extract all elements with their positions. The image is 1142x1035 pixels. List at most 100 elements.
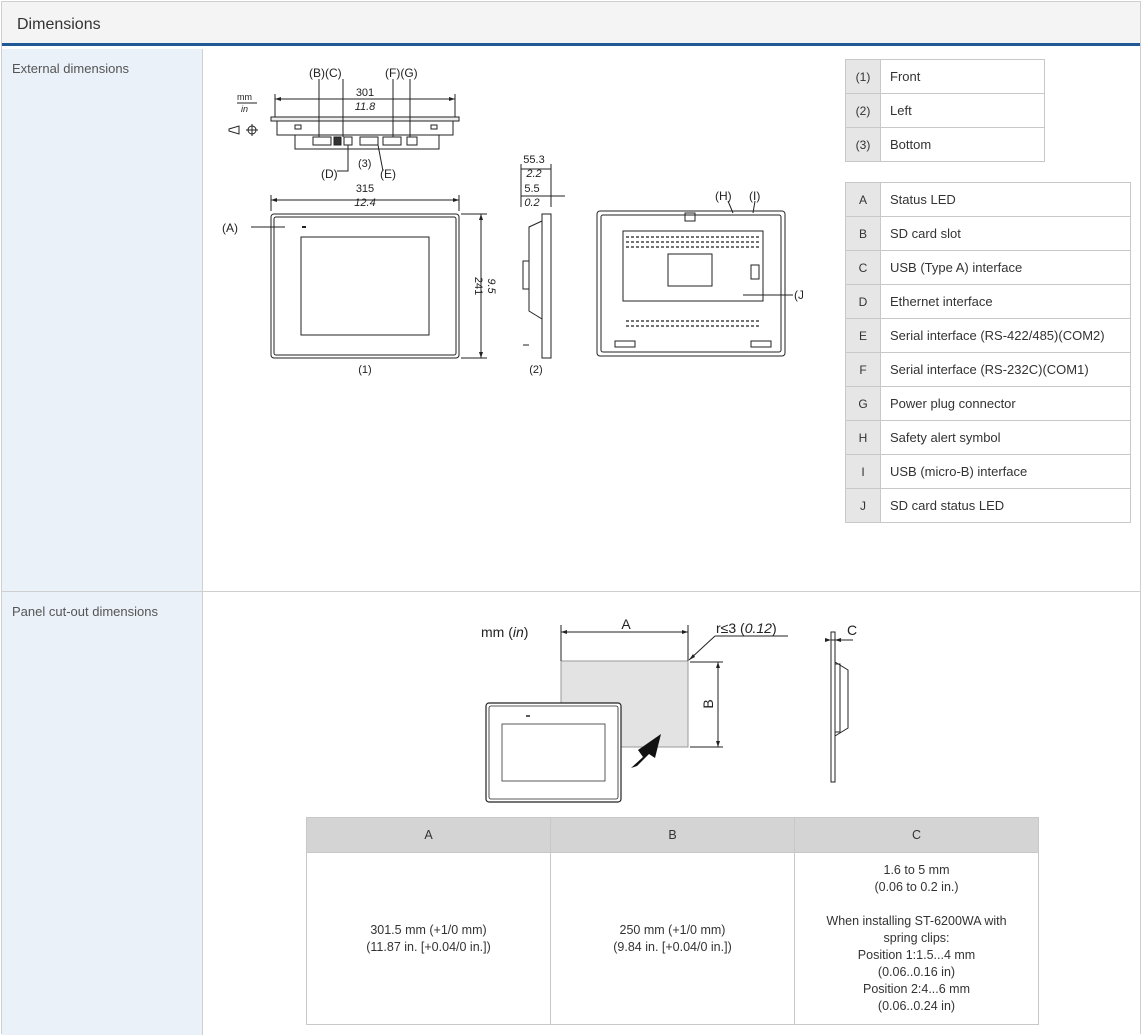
views-table: (1)Front (2)Left (3)Bottom — [845, 59, 1045, 162]
views-key: (2) — [845, 93, 881, 128]
side-bezel-mm: 5.5 — [524, 183, 539, 195]
section-title: Dimensions — [17, 16, 101, 33]
callout-3: (3) — [358, 158, 371, 170]
legend-label: Serial interface (RS-422/485)(COM2) — [880, 318, 1131, 353]
front-width-mm: 315 — [356, 183, 374, 195]
cell-c-line: (0.06..0.16 in) — [877, 965, 956, 979]
cell-a-line: (11.87 in. [+0.04/0 in.]) — [366, 939, 491, 954]
callout-i: (I) — [749, 189, 760, 203]
views-label: Left — [880, 93, 1045, 128]
header-a: A — [306, 817, 551, 853]
cell-a: 301.5 mm (+1/0 mm) (11.87 in. [+0.04/0 i… — [306, 852, 551, 1025]
legend-key: J — [845, 488, 881, 523]
corner-radius-label: r≤3 (0.12) — [716, 620, 777, 636]
views-key: (1) — [845, 59, 881, 94]
views-row-2: (2)Left — [845, 93, 1045, 128]
callout-j: (J) — [794, 288, 803, 302]
cell-b-line: (9.84 in. [+0.04/0 in.]) — [613, 939, 732, 954]
views-key: (3) — [845, 127, 881, 162]
legend-label: USB (Type A) interface — [880, 250, 1131, 285]
top-width-mm: 301 — [356, 87, 374, 99]
legend-label: Ethernet interface — [880, 284, 1131, 319]
legend-label: Power plug connector — [880, 386, 1131, 421]
cell-b: 250 mm (+1/0 mm) (9.84 in. [+0.04/0 in.]… — [550, 852, 795, 1025]
dimension-b-label: B — [700, 699, 716, 708]
row-label-cutout: Panel cut-out dimensions — [2, 592, 203, 1035]
cell-c-gap — [805, 896, 1028, 913]
legend-key: G — [845, 386, 881, 421]
header-b: B — [550, 817, 795, 853]
row-label-external: External dimensions — [2, 49, 203, 591]
external-label: External dimensions — [12, 61, 130, 76]
legend-key: E — [845, 318, 881, 353]
cutout-units: mm (in) — [481, 624, 528, 640]
external-body: mm in (B)(C) (F)(G) (D) (3) (E) 301 11.8… — [203, 49, 1140, 591]
views-label: Bottom — [880, 127, 1045, 162]
dimension-c-label: C — [847, 622, 857, 638]
side-bezel-in: 0.2 — [524, 197, 539, 209]
callout-a: (A) — [222, 221, 238, 235]
legend-label: Status LED — [880, 182, 1131, 217]
header-c: C — [794, 817, 1039, 853]
legend-label: Safety alert symbol — [880, 420, 1131, 455]
views-row-1: (1)Front — [845, 59, 1045, 94]
cell-c-line: (0.06 to 0.2 in.) — [874, 880, 959, 894]
section-header: Dimensions — [2, 2, 1140, 46]
cell-c-line: When installing ST-6200WA with — [826, 914, 1007, 928]
cell-c-line: Position 1:1.5...4 mm — [857, 948, 976, 962]
cutout-drawing: mm (in) A B r≤3 (0.12) C — [481, 616, 857, 803]
cell-c-line: spring clips: — [883, 931, 950, 945]
cell-c-line: (0.06..0.24 in) — [877, 999, 956, 1013]
legend-key: F — [845, 352, 881, 387]
view-label-1: (1) — [358, 364, 371, 376]
top-width-in: 11.8 — [355, 101, 376, 113]
front-height-mm: 241 — [472, 277, 484, 295]
legend-key: I — [845, 454, 881, 489]
views-row-3: (3)Bottom — [845, 127, 1045, 162]
side-depth-in: 2.2 — [525, 168, 541, 180]
front-width-in: 12.4 — [354, 197, 375, 209]
unit-in: in — [241, 104, 248, 114]
cutout-body: mm (in) A B r≤3 (0.12) C A B C 301.5 mm … — [203, 592, 1140, 1035]
legend-key: C — [845, 250, 881, 285]
cutout-table: A B C 301.5 mm (+1/0 mm) (11.87 in. [+0.… — [306, 817, 1039, 1025]
callout-d: (D) — [321, 167, 338, 181]
front-height-in: 9.5 — [485, 278, 497, 294]
legend-key: B — [845, 216, 881, 251]
legend-label: Serial interface (RS-232C)(COM1) — [880, 352, 1131, 387]
legend-key: H — [845, 420, 881, 455]
callout-b-c: (B)(C) — [309, 66, 342, 80]
cell-c-line: 1.6 to 5 mm — [883, 863, 950, 877]
legend-label: SD card slot — [880, 216, 1131, 251]
callout-h: (H) — [715, 189, 732, 203]
side-depth-mm: 55.3 — [523, 154, 544, 166]
external-dimensions-row: External dimensions — [2, 49, 1140, 592]
cutout-label: Panel cut-out dimensions — [12, 604, 158, 619]
legend-label: SD card status LED — [880, 488, 1131, 523]
view-label-2: (2) — [529, 364, 542, 376]
cell-a-line: 301.5 mm (+1/0 mm) — [370, 922, 487, 937]
cell-c: 1.6 to 5 mm (0.06 to 0.2 in.) When insta… — [794, 852, 1039, 1025]
legend-key: D — [845, 284, 881, 319]
legend-key: A — [845, 182, 881, 217]
panel-cutout-row: Panel cut-out dimensions — [2, 592, 1140, 1035]
cell-c-line: Position 2:4...6 mm — [863, 982, 970, 996]
legend-label: USB (micro-B) interface — [880, 454, 1131, 489]
dimension-a-label: A — [621, 616, 631, 632]
cutout-header-row: A B C — [306, 817, 1039, 853]
external-drawing: mm in (B)(C) (F)(G) (D) (3) (E) 301 11.8… — [222, 66, 803, 376]
callout-e: (E) — [380, 167, 396, 181]
cell-b-line: 250 mm (+1/0 mm) — [619, 922, 726, 937]
